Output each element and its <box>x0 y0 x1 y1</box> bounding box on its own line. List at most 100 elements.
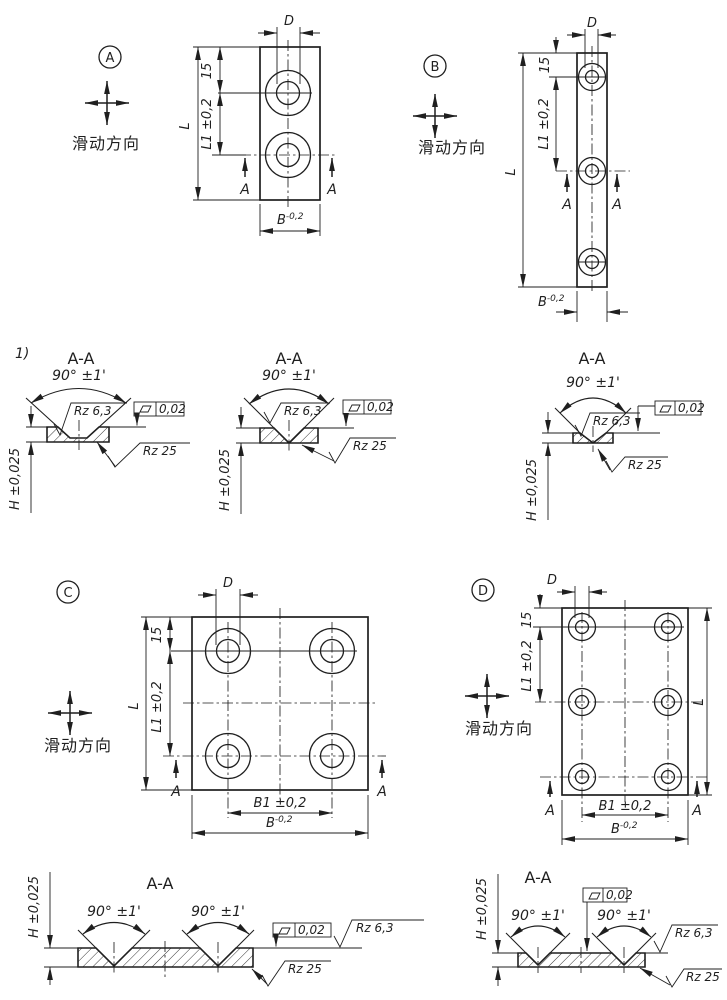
flatness-tolerance-frame: 0,02 <box>272 922 332 947</box>
angle-label: 90° ±1' <box>566 375 620 391</box>
roughness-fine-value: Rz 6,3 <box>675 926 713 940</box>
cut-marker-label: A <box>561 197 572 213</box>
view-d-dim-b: B-0,2 <box>561 800 689 845</box>
dim-d-label: D <box>284 14 294 29</box>
angle-label: 90° ±1' <box>597 908 651 924</box>
dim-h: H ±0,025 <box>218 407 260 514</box>
flatness-value: 0,02 <box>298 923 325 937</box>
view-d: D 滑动方向 D 15 L1 ±0,2 L <box>464 573 712 845</box>
angle-label: 90° ±1' <box>511 908 565 924</box>
cut-marker-label: A <box>170 784 181 800</box>
roughness-fine-icon: Rz 6,3 <box>574 412 640 438</box>
roughness-fine-value: Rz 6,3 <box>593 414 631 428</box>
dim-h-label: H ±0,025 <box>27 876 42 938</box>
dim-l-label: L <box>127 702 142 709</box>
roughness-coarse-icon: Rz 25 <box>301 437 396 464</box>
dim-l1-label: L1 ±0,2 <box>520 640 535 691</box>
view-c-dim-b1: B1 ±0,2 <box>227 796 333 816</box>
view-b-plate <box>556 46 630 294</box>
flatness-tolerance-frame: 0,02 <box>342 399 394 427</box>
dim-l1-label: L1 ±0,2 <box>150 681 165 732</box>
roughness-coarse-value: Rz 25 <box>288 962 322 976</box>
view-b-dim-d: D <box>567 16 616 68</box>
roughness-coarse-value: Rz 25 <box>353 439 387 453</box>
view-c-dim-d: D <box>198 576 258 645</box>
dim-d-label: D <box>223 576 233 591</box>
dim-b1-label: B1 ±0,2 <box>599 799 652 814</box>
dim-b1-label: B1 ±0,2 <box>254 796 307 811</box>
section-title: A-A <box>68 349 95 368</box>
roughness-coarse-icon: Rz 25 <box>96 441 190 468</box>
flatness-icon <box>348 404 361 412</box>
slide-direction-cross-icon <box>84 80 130 126</box>
view-c-dim-b: B-0,2 <box>191 795 369 839</box>
slide-direction-cross-icon <box>412 93 458 139</box>
roughness-coarse-icon: Rz 25 <box>597 448 668 473</box>
roughness-fine-icon: Rz 6,3 <box>333 919 424 949</box>
view-a-dim-d: D <box>258 14 320 84</box>
flatness-value: 0,02 <box>678 401 705 415</box>
view-b: B 滑动方向 D 15 L1 ±0,2 L A A <box>412 16 630 322</box>
view-c-badge: C <box>56 580 80 604</box>
cut-marker-label: A <box>376 784 387 800</box>
cross-section-profile <box>517 952 646 968</box>
flatness-icon <box>659 405 672 413</box>
section-aa-c: A-A 90° ±1' 90° ±1' 0,02 Rz 6,3 Rz 25 H … <box>27 872 424 987</box>
flatness-icon <box>588 892 601 900</box>
roughness-fine-value: Rz 6,3 <box>284 404 322 418</box>
roughness-fine-icon: Rz 6,3 <box>263 402 330 424</box>
view-d-dim-b1: B1 ±0,2 <box>581 799 669 818</box>
roughness-coarse-icon: Rz 25 <box>639 967 722 988</box>
view-b-badge-letter: B <box>431 60 440 75</box>
flatness-icon <box>139 405 152 413</box>
roughness-fine-icon: Rz 6,3 <box>53 402 127 437</box>
section-aa-3: A-A 90° ±1' 0,02 Rz 6,3 Rz 25 H ±0,025 <box>525 349 705 521</box>
section-title: A-A <box>525 868 552 887</box>
view-b-badge: B <box>423 54 447 78</box>
dim-h: H ±0,025 <box>27 872 78 985</box>
section-aa-d: A-A 90° ±1' 90° ±1' 0,02 Rz 6,3 Rz 25 H … <box>475 868 722 988</box>
roughness-fine-icon: Rz 6,3 <box>653 924 718 954</box>
slide-direction-label: 滑动方向 <box>44 736 112 755</box>
roughness-fine-value: Rz 6,3 <box>356 921 394 935</box>
slide-direction-label: 滑动方向 <box>465 719 533 738</box>
view-d-dim-d: D <box>547 573 607 618</box>
angle-label: 90° ±1' <box>191 904 245 920</box>
angle-label: 90° ±1' <box>87 904 141 920</box>
section-aa-2: A-A 90° ±1' 0,02 Rz 6,3 Rz 25 H ±0,025 <box>218 349 396 514</box>
view-b-dim-b: B-0,2 <box>538 291 628 322</box>
section-title: A-A <box>276 349 303 368</box>
view-c-badge-letter: C <box>63 586 72 601</box>
flatness-value: 0,02 <box>159 402 186 416</box>
dim-h: H ±0,025 <box>525 412 573 521</box>
roughness-coarse-value: Rz 25 <box>628 458 662 472</box>
slide-direction-label: 滑动方向 <box>72 134 140 153</box>
slide-direction-label: 滑动方向 <box>418 138 486 157</box>
dim-15-label: 15 <box>538 57 553 74</box>
dim-l1-label: L1 ±0,2 <box>200 98 215 149</box>
view-a-badge: A <box>98 45 122 69</box>
dim-h-label: H ±0,025 <box>525 459 540 521</box>
dim-l-label: L <box>504 168 519 175</box>
dim-l-label: L <box>178 122 193 129</box>
dim-b-label: B-0,2 <box>266 815 293 831</box>
view-c-dim-15-l1: 15 L1 ±0,2 <box>150 616 173 757</box>
dim-d-label: D <box>547 573 557 588</box>
view-a-plate <box>212 40 337 207</box>
dim-h-label: H ±0,025 <box>218 449 233 511</box>
flatness-tolerance-frame: 0,02 <box>133 401 186 426</box>
dim-b-label: B-0,2 <box>538 294 565 310</box>
view-b-dim-15-l1: 15 L1 ±0,2 <box>518 37 580 172</box>
cross-section-profile <box>77 947 254 968</box>
roughness-fine-value: Rz 6,3 <box>74 404 112 418</box>
flatness-value: 0,02 <box>606 888 633 902</box>
dim-h-label: H ±0,025 <box>475 878 490 940</box>
view-a: A 滑动方向 D L 15 L1 ±0,2 A A <box>72 14 337 236</box>
dim-15-label: 15 <box>150 627 165 644</box>
view-d-cut-arrows: A A <box>544 780 702 819</box>
dim-h: H ±0,025 <box>475 874 518 986</box>
cross-section-profile <box>572 432 614 445</box>
cut-marker-label: A <box>691 803 702 819</box>
view-a-badge-letter: A <box>106 51 115 66</box>
